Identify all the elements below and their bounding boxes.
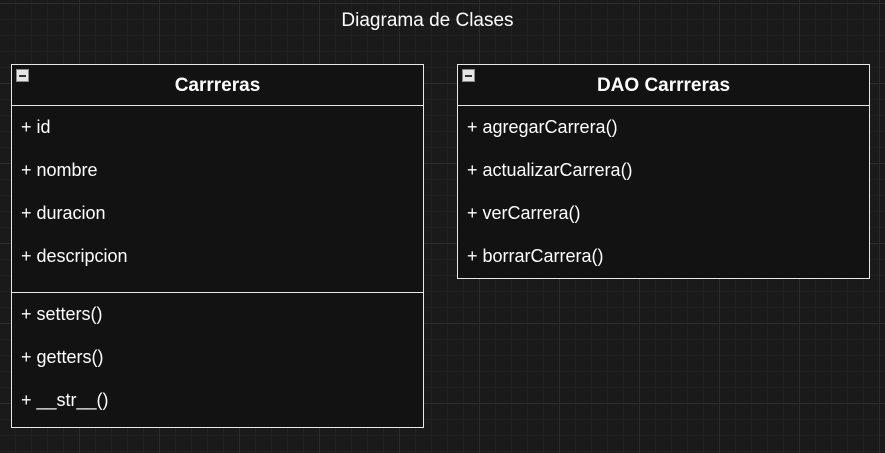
collapse-icon[interactable]	[16, 69, 29, 82]
method-setters[interactable]: + setters()	[21, 304, 103, 324]
attributes-section: + id + nombre + duracion + descripcion	[12, 106, 423, 292]
method-borrar-carrera[interactable]: + borrarCarrera()	[467, 246, 604, 266]
method-getters[interactable]: + getters()	[21, 347, 104, 367]
class-name: Carrreras	[174, 75, 261, 96]
methods-section: + setters() + getters() + __str__()	[12, 292, 423, 422]
attribute-duracion[interactable]: + duracion	[21, 203, 106, 223]
class-header[interactable]: DAO Carrreras	[458, 65, 869, 106]
diagram-title: Diagrama de Clases	[341, 10, 514, 31]
class-carrreras[interactable]: Carrreras + id + nombre + duracion + des…	[11, 64, 424, 428]
method-agregar-carrera[interactable]: + agregarCarrera()	[467, 117, 618, 137]
method-actualizar-carrera[interactable]: + actualizarCarrera()	[467, 160, 633, 180]
class-dao-carrreras[interactable]: DAO Carrreras + agregarCarrera() + actua…	[457, 64, 870, 279]
class-name: DAO Carrreras	[596, 75, 731, 96]
method-str[interactable]: + __str__()	[21, 390, 109, 410]
method-ver-carrera[interactable]: + verCarrera()	[467, 203, 581, 223]
attribute-id[interactable]: + id	[21, 117, 51, 137]
methods-section: + agregarCarrera() + actualizarCarrera()…	[458, 106, 869, 278]
class-header[interactable]: Carrreras	[12, 65, 423, 106]
attribute-nombre[interactable]: + nombre	[21, 160, 98, 180]
collapse-icon[interactable]	[462, 69, 475, 82]
attribute-descripcion[interactable]: + descripcion	[21, 246, 128, 266]
